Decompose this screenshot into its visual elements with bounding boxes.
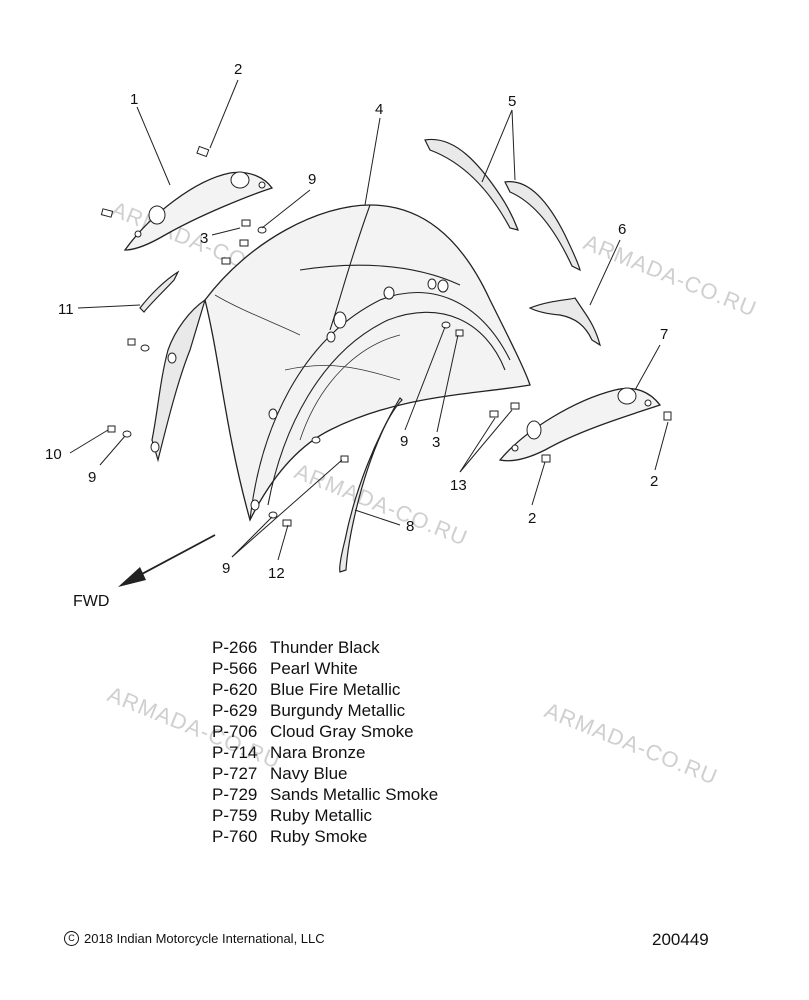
- color-row: P-620 Blue Fire Metallic: [212, 679, 532, 700]
- color-code: P-727: [212, 764, 258, 783]
- callout-5: 5: [508, 93, 516, 110]
- color-name: Sands Metallic Smoke: [270, 785, 439, 804]
- lower-trim-strip: [339, 397, 403, 573]
- color-name: Burgundy Metallic: [270, 701, 406, 720]
- forward-arrow: [118, 534, 216, 587]
- right-fender-trim: [498, 387, 662, 462]
- callout-3: 3: [200, 230, 208, 247]
- copyright-text: 2018 Indian Motorcycle International, LL…: [84, 931, 325, 946]
- callout-3: 3: [432, 434, 440, 451]
- color-code: P-729: [212, 785, 258, 804]
- rear-bracket: [528, 297, 601, 347]
- callout-2: 2: [528, 510, 536, 527]
- color-code: P-760: [212, 827, 258, 846]
- small-trim-strip: [139, 270, 180, 313]
- callout-2: 2: [650, 473, 658, 490]
- color-code: P-759: [212, 806, 258, 825]
- color-name: Thunder Black: [270, 638, 380, 657]
- color-code: P-714: [212, 743, 258, 762]
- callout-4: 4: [375, 101, 383, 118]
- callout-9: 9: [88, 469, 96, 486]
- color-code: P-266: [212, 638, 258, 657]
- color-name: Ruby Smoke: [270, 827, 368, 846]
- color-row: P-706 Cloud Gray Smoke: [212, 721, 532, 742]
- color-row: P-760 Ruby Smoke: [212, 826, 532, 847]
- color-name: Navy Blue: [270, 764, 348, 783]
- callout-2: 2: [234, 61, 242, 78]
- color-name: Pearl White: [270, 659, 358, 678]
- leader-lines: [69, 79, 669, 561]
- callout-11: 11: [58, 301, 74, 318]
- copyright-notice: C 2018 Indian Motorcycle International, …: [64, 931, 325, 946]
- color-code: P-620: [212, 680, 258, 699]
- callout-7: 7: [660, 326, 668, 343]
- watermark: ARMADA-CO.RU: [580, 229, 760, 321]
- fasteners: [100, 145, 672, 527]
- upper-trim-strips: [424, 138, 581, 272]
- color-name: Cloud Gray Smoke: [270, 722, 414, 741]
- callout-6: 6: [618, 221, 626, 238]
- color-name: Blue Fire Metallic: [270, 680, 401, 699]
- color-row: P-266 Thunder Black: [212, 637, 532, 658]
- paint-color-list: P-266 Thunder Black P-566 Pearl White P-62…: [212, 637, 532, 847]
- watermark: ARMADA-CO.RU: [291, 458, 471, 550]
- callout-9: 9: [308, 171, 316, 188]
- color-row: P-759 Ruby Metallic: [212, 805, 532, 826]
- color-row: P-629 Burgundy Metallic: [212, 700, 532, 721]
- diagram-id: 200449: [652, 930, 709, 949]
- left-fender-trim: [123, 171, 274, 251]
- forward-direction-label: FWD: [73, 593, 109, 610]
- color-row: P-714 Nara Bronze: [212, 742, 532, 763]
- color-code: P-566: [212, 659, 258, 678]
- color-row: P-727 Navy Blue: [212, 763, 532, 784]
- callout-8: 8: [406, 518, 414, 535]
- callout-12: 12: [268, 565, 285, 582]
- rear-fender: [150, 204, 531, 522]
- color-code: P-706: [212, 722, 258, 741]
- callout-1: 1: [130, 91, 138, 108]
- watermark: ARMADA-CO.RU: [541, 697, 721, 789]
- color-row: P-729 Sands Metallic Smoke: [212, 784, 532, 805]
- color-name: Ruby Metallic: [270, 806, 373, 825]
- callout-9: 9: [222, 560, 230, 577]
- color-row: P-566 Pearl White: [212, 658, 532, 679]
- color-code: P-629: [212, 701, 258, 720]
- callout-numbers: 1 2 2 2 3 3 4 5 6 7 8 9 9 9 9 10 11 12 1…: [45, 61, 668, 582]
- callout-13: 13: [450, 477, 467, 494]
- copyright-icon: C: [64, 931, 79, 946]
- color-name: Nara Bronze: [270, 743, 366, 762]
- callout-10: 10: [45, 446, 62, 463]
- callout-9: 9: [400, 433, 408, 450]
